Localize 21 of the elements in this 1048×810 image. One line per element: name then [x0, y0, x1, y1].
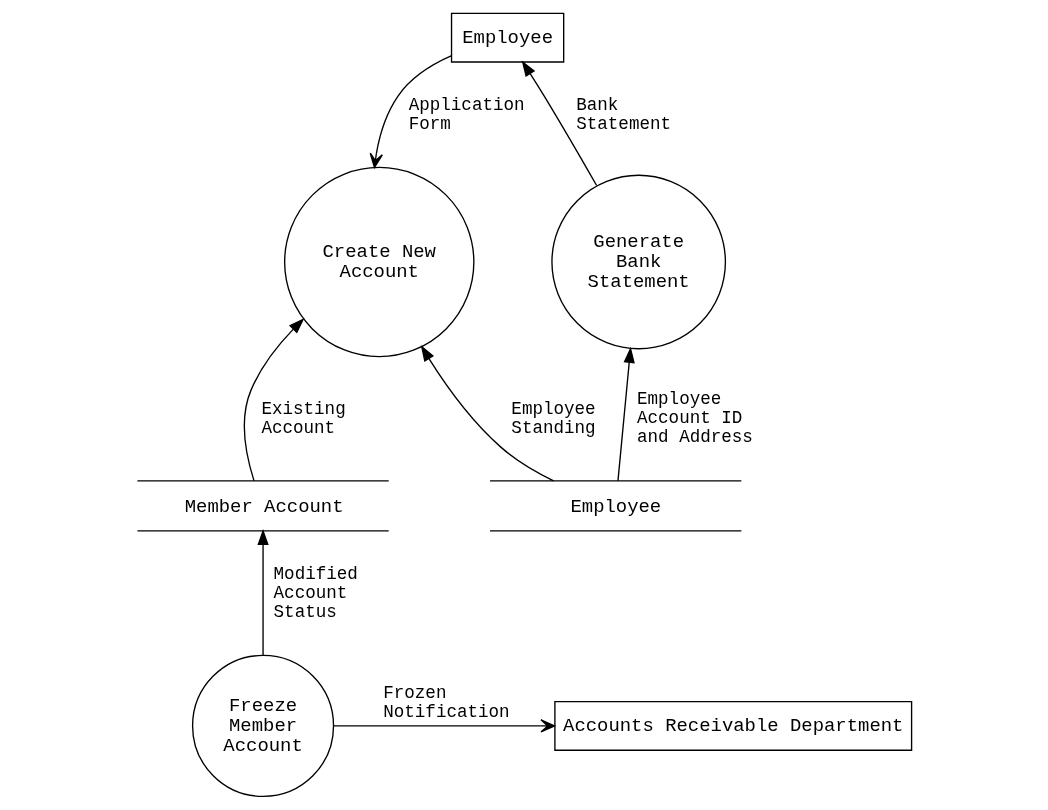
edge-label: Existing Account — [260, 398, 346, 438]
arrow — [243, 318, 305, 482]
node-text: Member Account — [184, 495, 344, 518]
node-circle: Generate Bank Statement — [550, 174, 726, 350]
arrow — [616, 346, 635, 482]
edge-label: Frozen Notification — [382, 683, 510, 722]
node-circle: Freeze Member Account — [191, 654, 334, 798]
arrow — [420, 345, 554, 482]
node-box: Accounts Receivable Department — [553, 700, 912, 751]
edge-label: Employee Standing — [510, 398, 596, 438]
node-circle: Create New Account — [283, 166, 475, 358]
arrow — [256, 528, 269, 656]
edge-label: Bank Statement — [575, 94, 671, 134]
edge-label: Application Form — [408, 94, 525, 134]
arrow — [332, 719, 555, 733]
node-text: Employee — [569, 495, 661, 518]
node-box: Employee — [450, 12, 564, 63]
edge-label: Modified Account Status — [273, 563, 358, 622]
arrow — [521, 60, 597, 187]
arrow — [369, 55, 452, 169]
edge-label: Employee Account ID and Address — [636, 389, 753, 448]
